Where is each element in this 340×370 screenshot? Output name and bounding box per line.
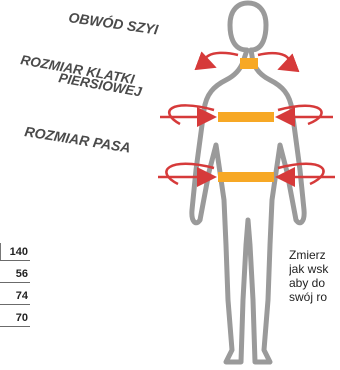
instruction-line: aby do <box>289 276 340 290</box>
size-table-row: 70 <box>0 305 30 327</box>
chest-arrow-right <box>278 106 322 124</box>
instruction-line: jak wsk <box>289 262 340 276</box>
chest-band <box>218 112 274 122</box>
size-table-row: 56 <box>0 261 30 283</box>
size-value: 56 <box>16 268 28 280</box>
size-value: 70 <box>16 312 28 324</box>
size-table-row: 140 <box>0 239 30 261</box>
neck-arrow-right <box>258 53 289 68</box>
instruction-line: Zmierz <box>289 248 340 262</box>
waist-band <box>218 172 274 182</box>
size-table-row: 74 <box>0 283 30 305</box>
instruction-text: Zmierz jak wsk aby do swój ro <box>289 248 340 304</box>
size-value: 140 <box>10 246 28 258</box>
waist-label: ROZMIAR PASA <box>24 123 132 156</box>
size-value: 74 <box>16 290 28 302</box>
neck-label: OBWÓD SZYI <box>68 8 161 38</box>
neck-arrow-left <box>205 53 238 66</box>
chest-arrow-left <box>169 105 214 124</box>
neck-band <box>240 58 258 69</box>
instruction-line: swój ro <box>289 290 340 304</box>
